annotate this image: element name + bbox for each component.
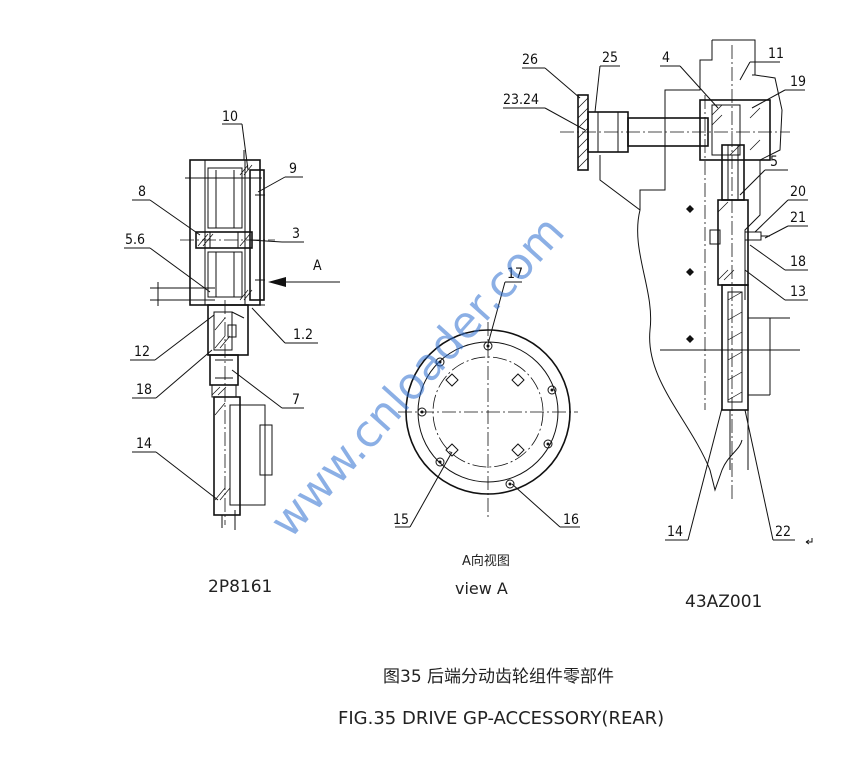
label-16: 16 [563, 512, 579, 528]
label-25: 25 [602, 50, 618, 66]
label-10: 10 [222, 109, 238, 125]
figure-title-cn: 图35 后端分动齿轮组件零部件 [383, 667, 614, 687]
right-view-code: 43AZ001 [685, 592, 762, 612]
label-26: 26 [522, 52, 538, 68]
label-15: 15 [393, 512, 409, 528]
label-14-left: 14 [136, 436, 152, 452]
left-section-view [124, 123, 340, 530]
label-18-left: 18 [136, 382, 152, 398]
left-view-code: 2P8161 [208, 577, 272, 597]
label-18-right: 18 [790, 254, 806, 270]
label-21: 21 [790, 210, 806, 226]
label-23-24: 23.24 [503, 92, 539, 108]
label-17: 17 [507, 266, 523, 282]
label-20: 20 [790, 184, 806, 200]
label-5: 5 [770, 154, 778, 170]
label-1-2: 1.2 [293, 327, 313, 343]
label-3: 3 [292, 226, 300, 242]
label-13: 13 [790, 284, 806, 300]
label-4: 4 [662, 50, 670, 66]
view-a-title-en: view A [455, 579, 508, 598]
label-7: 7 [292, 392, 300, 408]
figure-title-en: FIG.35 DRIVE GP-ACCESSORY(REAR) [338, 708, 664, 729]
label-view-a-arrow: A [313, 258, 322, 274]
label-8: 8 [138, 184, 146, 200]
watermark: www.cnloader.com [260, 206, 574, 547]
label-14-right: 14 [667, 524, 683, 540]
right-section-view [503, 39, 813, 545]
label-19: 19 [790, 74, 806, 90]
label-9: 9 [289, 161, 297, 177]
view-a-title-cn: A向视图 [462, 553, 510, 569]
label-5-6: 5.6 [125, 232, 145, 248]
label-22: 22 [775, 524, 791, 540]
label-12: 12 [134, 344, 150, 360]
label-11: 11 [768, 46, 784, 62]
view-a-drawing [395, 281, 580, 528]
